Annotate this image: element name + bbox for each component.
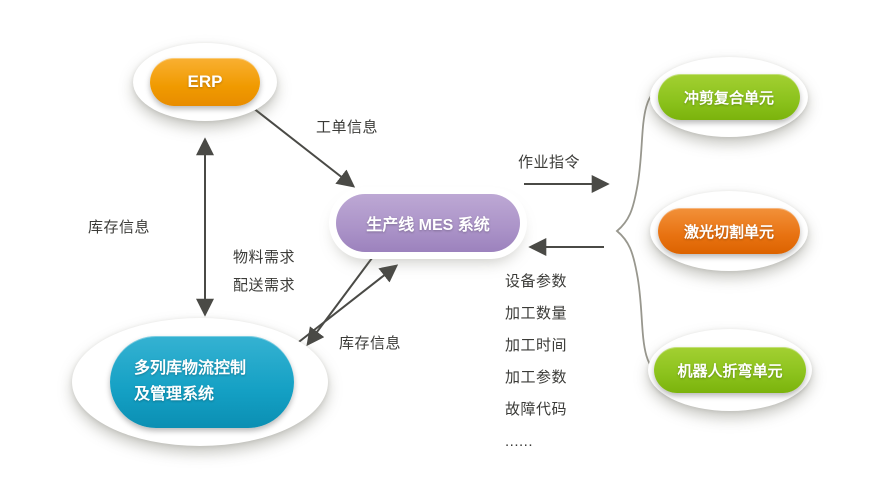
laser-cut-unit-label: 激光切割单元 [683, 223, 774, 241]
edge-label-inventory-info-left: 库存信息 [88, 219, 151, 236]
robot-bend-unit-label: 机器人折弯单元 [677, 362, 783, 380]
arrow-warehouse-to-mes [285, 264, 399, 353]
feedback-item-ellipsis: ...... [505, 433, 534, 450]
mes-node: 生产线 MES 系统 [336, 194, 520, 252]
warehouse-label-line1: 多列库物流控制 [134, 359, 247, 377]
feedback-item-device-params: 设备参数 [505, 273, 568, 290]
feedback-item-process-time: 加工时间 [505, 337, 568, 354]
edge-label-delivery-demand: 配送需求 [233, 277, 296, 294]
edge-label-inventory-info-diagonal: 库存信息 [339, 335, 402, 352]
edge-label-job-instruction: 作业指令 [518, 154, 581, 171]
laser-cut-unit-node: 激光切割单元 [658, 208, 800, 254]
erp-node: ERP [150, 58, 260, 106]
feedback-parameter-list: 设备参数 加工数量 加工时间 加工参数 故障代码 ...... [505, 266, 567, 458]
brace-units-group [615, 85, 665, 377]
edge-label-material-demand: 物料需求 [233, 249, 296, 266]
feedback-item-process-quantity: 加工数量 [505, 305, 568, 322]
feedback-item-fault-codes: 故障代码 [505, 401, 568, 418]
warehouse-label-line2: 及管理系统 [134, 386, 215, 403]
arrow-mes-to-warehouse [306, 249, 379, 347]
robot-bend-unit-node: 机器人折弯单元 [654, 347, 806, 393]
edge-label-work-order-info: 工单信息 [316, 119, 379, 136]
feedback-item-process-params: 加工参数 [505, 369, 568, 386]
mes-label: 生产线 MES 系统 [366, 217, 490, 234]
punch-shear-unit-label: 冲剪复合单元 [683, 89, 774, 107]
punch-shear-unit-node: 冲剪复合单元 [658, 74, 800, 120]
warehouse-node: 多列库物流控制 及管理系统 [110, 336, 294, 428]
arrow-erp-to-mes [247, 103, 356, 188]
erp-label: ERP [187, 72, 223, 91]
